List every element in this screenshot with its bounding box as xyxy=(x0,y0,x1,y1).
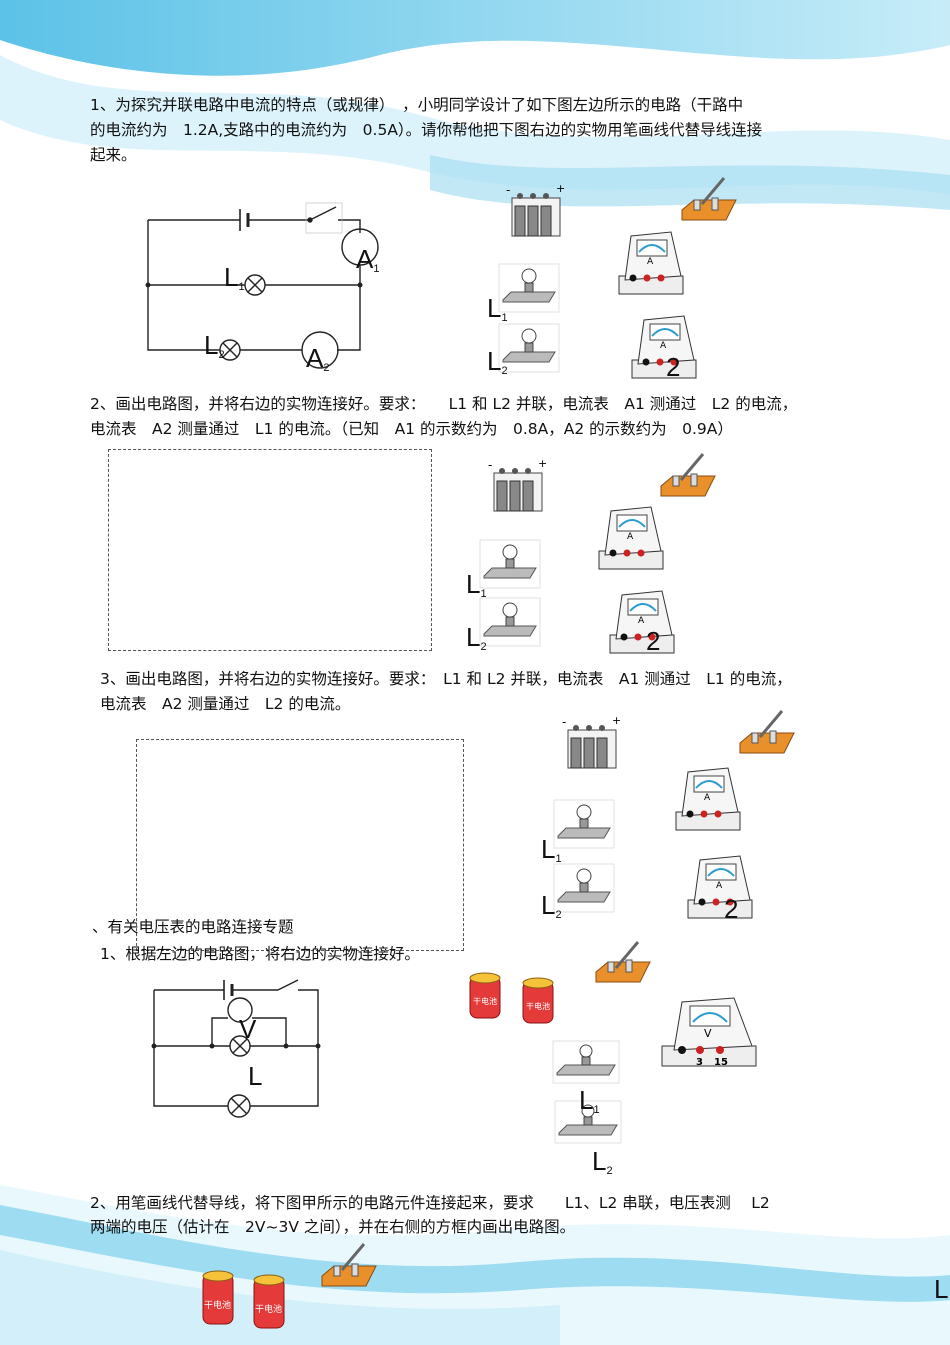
q3-lamp-holder-2 xyxy=(553,863,615,913)
voltmeter-lamp-label: L xyxy=(248,1061,263,1091)
q3-drawing-box[interactable] xyxy=(136,739,464,951)
q1-lamp-l2-label: L2 xyxy=(204,330,225,361)
svg-text:A: A xyxy=(716,881,723,891)
voltmeter-terminal-3: 3 xyxy=(696,1057,703,1068)
q3-battery-pack: -+ xyxy=(562,714,621,769)
q1-lamp-l1-label: L1 xyxy=(224,262,245,293)
q1-ammeter-2: A xyxy=(631,315,697,379)
q2-lamp-holder-2 xyxy=(479,597,541,647)
q1-part-l1-label: L1 xyxy=(487,293,508,324)
voltmeter-v-label: V xyxy=(239,1014,257,1044)
section-part-l1-label: L1 xyxy=(579,1085,600,1116)
q3-part-l1-label: L1 xyxy=(541,834,562,865)
q2-ammeter-1: A xyxy=(598,506,664,570)
voltmeter-terminal-15: 15 xyxy=(714,1057,728,1068)
q1-lamp-holder-2 xyxy=(498,323,560,373)
svg-text:A: A xyxy=(627,532,634,542)
q4-line-2: 两端的电压（估计在 2V~3V 之间），并在右侧的方框内画出电路图。 xyxy=(90,1218,576,1236)
q2-switch xyxy=(660,453,716,497)
q4-battery-2-label: 干电池 xyxy=(255,1303,282,1315)
q1-ammeter-1: A xyxy=(618,231,684,295)
section-battery-2-label: 干电池 xyxy=(526,1001,550,1011)
q3-ammeter-2: A xyxy=(687,855,753,919)
q2-part-l1-label: L1 xyxy=(466,569,487,600)
q1-line-2: 的电流约为 1.2A,支路中的电流约为 0.5A）。请你帮他把下图右边的实物用笔… xyxy=(90,121,763,139)
section-battery-1-label: 干电池 xyxy=(473,996,497,1006)
q4-battery-1-label: 干电池 xyxy=(204,1299,231,1311)
svg-text:-: - xyxy=(506,183,510,197)
q3-line-1: 3、画出电路图，并将右边的实物连接好。要求： L1 和 L2 并联，电流表 A1… xyxy=(100,670,792,688)
q2-battery-pack: -+ xyxy=(488,457,547,512)
q1-part-l2-label: L2 xyxy=(487,346,508,377)
section-part-l2-label: L2 xyxy=(592,1146,613,1177)
section-battery-2: 干电池 xyxy=(522,977,554,1024)
q1-circuit-diagram xyxy=(145,202,379,369)
q3-ammeter-2-label: 2 xyxy=(724,894,739,924)
q1-lamp-holder-1 xyxy=(498,263,560,313)
svg-text:A: A xyxy=(704,793,711,803)
svg-text:-: - xyxy=(562,715,566,729)
q2-ammeter-2-label: 2 xyxy=(646,626,661,656)
q2-lamp-holder-1 xyxy=(479,539,541,589)
q1-ammeter-2-label: 2 xyxy=(666,352,681,382)
q4-battery-2: 干电池 xyxy=(253,1274,285,1329)
svg-text:+: + xyxy=(538,457,547,470)
section-battery-1: 干电池 xyxy=(469,972,501,1019)
q3-ammeter-1: A xyxy=(675,767,741,831)
svg-text:A: A xyxy=(647,257,654,267)
q2-line-2: 电流表 A2 测量通过 L1 的电流。（已知 A1 的示数约为 0.8A，A2 … xyxy=(90,420,733,438)
svg-text:+: + xyxy=(612,714,621,727)
q1-battery-pack: -+ xyxy=(506,182,565,237)
svg-text:+: + xyxy=(556,182,565,195)
section-switch xyxy=(595,941,651,983)
q4-switch xyxy=(321,1243,377,1287)
q2-ammeter-2: A xyxy=(609,590,675,654)
q1-line-1: 1、为探究并联电路中电流的特点（或规律） ，小明同学设计了如下图左边所示的电路（… xyxy=(90,96,744,114)
voltmeter-scale-label: V xyxy=(704,1027,712,1040)
q3-switch xyxy=(739,710,795,754)
voltmeter-device: V 3 15 xyxy=(661,997,757,1068)
section-lamp-holder-2 xyxy=(554,1100,622,1144)
svg-text:A: A xyxy=(638,616,645,626)
q3-part-l2-label: L2 xyxy=(541,890,562,921)
voltmeter-circuit-diagram xyxy=(151,979,321,1118)
q2-line-1: 2、画出电路图，并将右边的实物连接好。要求： L1 和 L2 并联，电流表 A1… xyxy=(90,395,798,413)
section-q1-text: 1、根据左边的电路图，将右边的实物连接好。 xyxy=(100,945,420,963)
q1-switch xyxy=(681,177,737,221)
q4-line-1: 2、用笔画线代替导线，将下图甲所示的电路元件连接起来，要求 L1、L2 串联，电… xyxy=(90,1194,770,1212)
q2-drawing-box[interactable] xyxy=(108,449,432,651)
q2-part-l2-label: L2 xyxy=(466,622,487,653)
section-title: 、有关电压表的电路连接专题 xyxy=(92,918,294,936)
svg-text:-: - xyxy=(488,458,492,472)
q3-lamp-holder-1 xyxy=(553,799,615,849)
svg-text:A: A xyxy=(660,341,667,351)
q1-line-3: 起来。 xyxy=(90,146,137,164)
q3-line-2: 电流表 A2 测量通过 L2 的电流。 xyxy=(100,695,351,713)
q1-ammeter-a2-label: A2 xyxy=(306,343,330,374)
q1-ammeter-a1-label: A1 xyxy=(356,244,380,275)
q4-battery-1: 干电池 xyxy=(202,1270,234,1325)
q4-edge-label: L xyxy=(934,1274,949,1304)
section-lamp-holder-1 xyxy=(552,1040,620,1084)
